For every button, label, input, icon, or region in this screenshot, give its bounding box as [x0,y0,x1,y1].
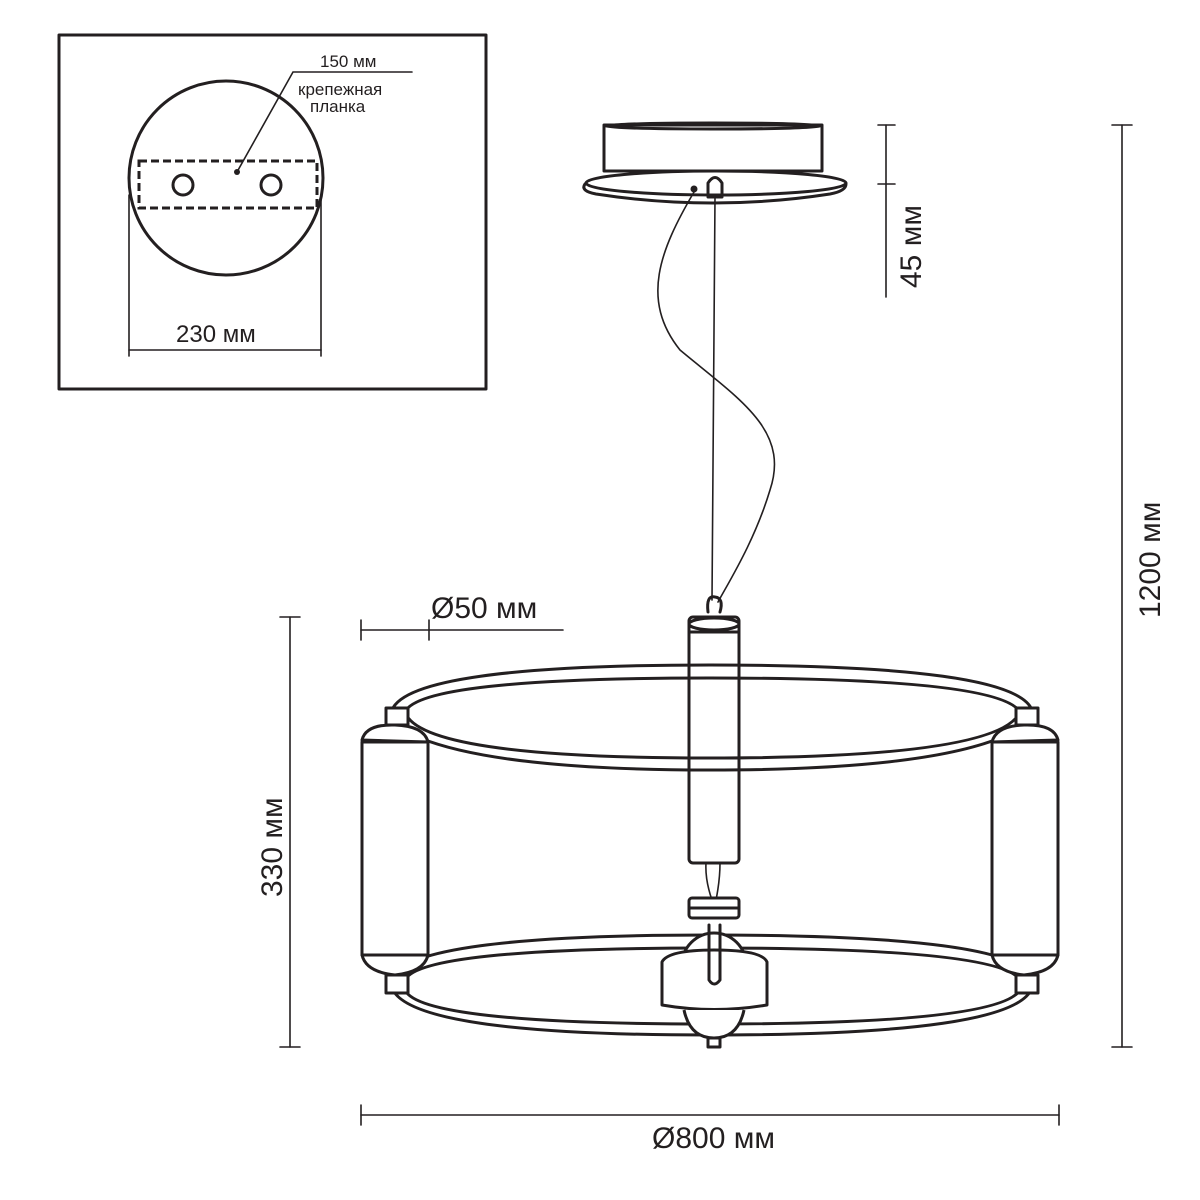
rod-top-cap [687,616,741,632]
right-post-body [990,740,1060,957]
right-post-lower [990,953,1060,977]
label-plate-line1: крепежная [298,80,382,99]
label-330mm: 330 мм [256,797,289,897]
right-post-bottom-cap [1014,973,1040,995]
label-45mm: 45 мм [895,205,928,288]
canopy-top-ellipse [602,121,824,131]
inset-frame [57,33,488,391]
left-post-lower [360,953,430,977]
canopy-height-dimension: 45 мм [877,124,928,298]
rod-loop [706,595,723,614]
lamp-socket [660,896,769,1049]
label-d50mm: Ø50 мм [431,592,537,625]
ceiling-canopy [582,121,848,205]
right-post [990,706,1060,995]
shade-height-dimension: 330 мм [256,616,301,1048]
left-post-body [360,740,430,957]
rod-body [687,615,741,865]
power-cord [657,191,776,603]
left-post-upper [360,723,430,744]
top-ring-outer [390,663,1034,712]
rod-diameter-dimension: Ø50 мм [360,592,564,641]
top-ring-front-2 [418,736,1002,772]
mounting-hole-left [171,173,195,197]
bulb-tip [706,1036,722,1049]
central-rod [687,595,741,901]
canopy-cable-entry [690,185,698,193]
total-height-dimension: 1200 мм [1111,124,1167,1048]
canopy-base-top [584,169,848,197]
top-ring-front [403,710,1022,760]
mounting-plate-circle [127,79,325,277]
left-post [360,706,430,995]
suspension-cables [657,191,776,603]
label-230mm: 230 мм [176,321,256,348]
label-d800mm: Ø800 мм [652,1122,775,1155]
shade-diameter-dimension: Ø800 мм [360,1104,1060,1155]
plate-leader-line [236,71,413,173]
mounting-hole-right [259,173,283,197]
label-1200mm: 1200 мм [1134,502,1167,618]
mounting-bar-dashed [137,159,319,210]
canopy-body [602,123,824,173]
suspension-wire [711,196,716,601]
right-post-top-cap [1014,706,1040,727]
left-post-bottom-cap [384,973,410,995]
socket-housing [660,948,769,1011]
mounting-plate-inset: 150 мм крепежная планка 230 мм [57,33,488,391]
right-post-upper [990,723,1060,744]
bulb-filament-front [707,933,722,986]
rod-lower-wire [705,862,721,901]
left-post-top-cap [384,706,410,727]
top-ring-inner [403,676,1022,714]
label-plate-line2: планка [310,97,366,116]
lamp-shade [360,663,1060,1037]
label-150mm: 150 мм [320,52,376,71]
canopy-hook [706,176,724,199]
